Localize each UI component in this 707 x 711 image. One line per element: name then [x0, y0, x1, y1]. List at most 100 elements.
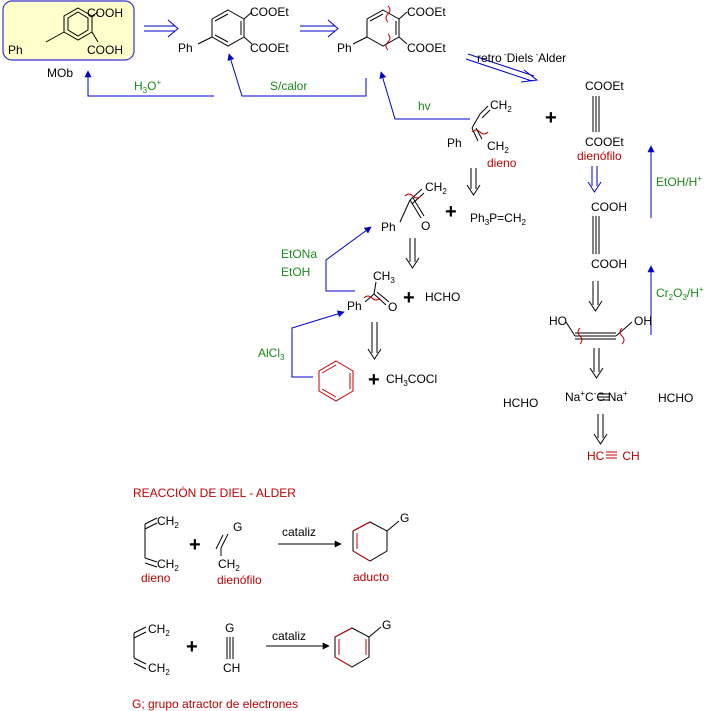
retro-arrow-2 — [300, 19, 339, 38]
da1-diene-ch2-top: CH2 — [157, 514, 179, 530]
benzene-ring — [318, 360, 354, 402]
arrow-etona — [325, 226, 372, 292]
da1-dieno-label: dieno — [141, 571, 171, 585]
diacid-cooh-bottom: COOH — [591, 257, 627, 271]
da2-cataliz-label: cataliz — [272, 629, 306, 643]
black-retro-arrow-ketone1 — [405, 238, 420, 269]
blue-retro-arrow-dienophile — [587, 166, 602, 193]
cooh-top-label: COOH — [87, 6, 123, 20]
plus-sign-1: + — [545, 107, 557, 129]
diester-aromatic — [197, 9, 253, 47]
arrow-alcl3 — [291, 310, 345, 378]
retro-diels-alder-arrow — [465, 53, 539, 83]
diene-ph-label: Ph — [447, 136, 462, 150]
da1-aducto-label: aducto — [353, 570, 389, 584]
black-retro-arrow-acetophenone — [367, 322, 382, 360]
mob-label: MOb — [47, 66, 73, 80]
da2-dienophile-triple — [226, 637, 234, 659]
diol-ho-label: HO — [549, 314, 567, 328]
da1-adduct-g: G — [400, 511, 409, 525]
diene-ch2-top: CH2 — [490, 98, 512, 114]
arrow-s-calor — [227, 53, 367, 97]
ketone1-ph-label: Ph — [381, 220, 396, 234]
dienophile-cooet-bottom: COOEt — [585, 135, 624, 149]
dieno-label: dieno — [487, 156, 517, 170]
reagent-etoh: EtOH — [281, 265, 310, 279]
da1-adduct — [352, 520, 400, 562]
da2-plus: + — [186, 636, 198, 658]
diels-alder-title: REACCIÓN DE DIEL - ALDER — [133, 485, 296, 500]
cooet-label-2b: COOEt — [407, 41, 446, 55]
butynediol-chain — [565, 321, 633, 345]
cooet-label-2a: COOEt — [407, 5, 446, 19]
da2-diene-ch2-bottom: CH2 — [148, 661, 170, 677]
ph-label-mob: Ph — [8, 43, 23, 57]
reagent-hv: hv — [418, 99, 431, 113]
da2-diene-ch2-top: CH2 — [148, 622, 170, 638]
acetophenone-ch3: CH3 — [373, 269, 395, 285]
diene-structure — [471, 105, 491, 142]
diene-ch2-bottom: CH2 — [487, 139, 509, 155]
da1-dienophile-ch2: CH2 — [218, 557, 240, 573]
diacid-triple-bond — [592, 216, 600, 254]
dienophile-triple-bond — [592, 96, 600, 132]
plus-sign-3: + — [403, 287, 415, 309]
cooet-label-1b: COOEt — [250, 41, 289, 55]
ph-label-diester: Ph — [178, 41, 193, 55]
arrow-h3o — [84, 70, 214, 97]
da1-dienophile — [215, 533, 229, 556]
reagent-cr2o3: Cr2O3/H+ — [656, 285, 704, 302]
acetophenone-o-label: O — [388, 300, 397, 314]
sodium-acetylide: Na+C-C-Na+ — [565, 389, 628, 404]
da2-diene — [133, 626, 147, 670]
wittig-reagent: Ph3P=CH2 — [470, 211, 526, 227]
acetylide-triple-bond — [598, 393, 610, 401]
retro-arrow-1 — [144, 19, 179, 38]
black-retro-arrow-acetylide — [593, 414, 608, 445]
black-retro-arrow-diacid — [588, 281, 603, 312]
diester-cyclohexadiene — [352, 5, 408, 51]
plus-sign-2: + — [445, 201, 457, 223]
da1-diene-ch2-bottom: CH2 — [157, 557, 179, 573]
ketone1-ch2-label: CH2 — [425, 180, 447, 196]
ketone1-o-label: O — [421, 219, 430, 233]
dienofilo-label: dienófilo — [577, 149, 622, 163]
diacid-cooh-top: COOH — [591, 200, 627, 214]
da1-g-label: G — [233, 520, 242, 534]
reagent-h3o: H3O+ — [134, 78, 161, 95]
cooet-label-1a: COOEt — [250, 5, 289, 19]
arrow-hv — [379, 71, 470, 120]
da1-cataliz-label: cataliz — [282, 525, 316, 539]
vinyl-ketone-structure — [399, 188, 425, 223]
diol-oh-label: OH — [634, 314, 652, 328]
da2-adduct-g: G — [382, 618, 391, 632]
acetylene-triple-bond — [606, 451, 617, 459]
da2-g-label: G — [225, 621, 234, 635]
da1-plus: + — [189, 534, 201, 556]
reagent-etoh-h: EtOH/H+ — [656, 174, 702, 189]
da2-adduct — [334, 626, 382, 668]
black-retro-arrow-diene — [466, 168, 481, 196]
da1-diene — [144, 517, 158, 568]
hcho-left-label: HCHO — [503, 396, 538, 410]
plus-sign-4: + — [368, 369, 380, 391]
black-retro-arrow-diol — [589, 348, 604, 379]
reagent-s-calor: S/calor — [270, 79, 307, 93]
cooh-bottom-label: COOH — [87, 43, 123, 57]
reagent-alcl3: AlCl3 — [258, 346, 285, 362]
hcho-mid-label: HCHO — [425, 290, 460, 304]
reagent-etona: EtONa — [281, 247, 317, 261]
ph-label-cyclo: Ph — [337, 41, 352, 55]
da2-dienophile-ch: CH — [223, 661, 240, 675]
acetophenone-structure — [363, 281, 390, 306]
retro-da-label: retro -Diels -Alder — [477, 50, 566, 65]
dienophile-cooet-top: COOEt — [585, 79, 624, 93]
acetyl-chloride: CH3COCl — [386, 372, 437, 388]
acetophenone-ph-label: Ph — [347, 299, 362, 313]
hcho-right-label: HCHO — [658, 391, 693, 405]
footnote-g: G; grupo atractor de electrones — [132, 697, 298, 711]
da1-dienofilo-label: dienófilo — [217, 573, 262, 587]
